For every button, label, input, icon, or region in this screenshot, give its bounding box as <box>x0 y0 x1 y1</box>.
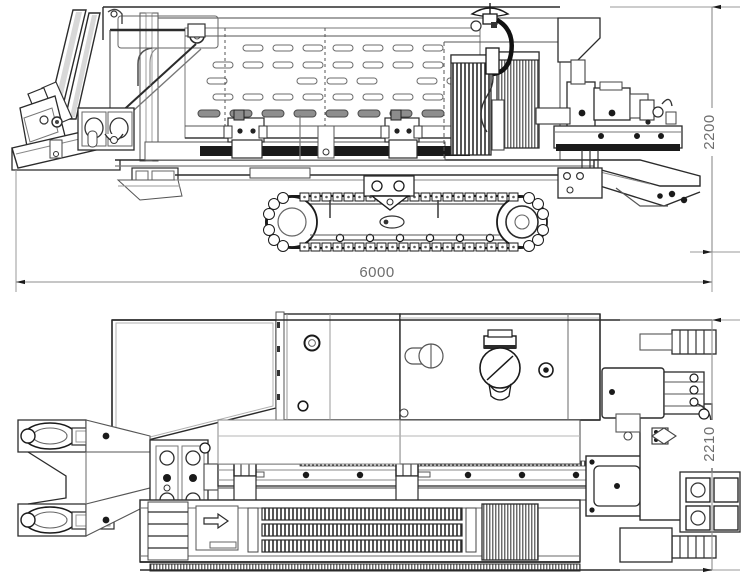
dimension-overall-length: 6000 <box>15 170 713 292</box>
deck-access-handle <box>404 343 444 369</box>
rod-rack-ladder <box>147 501 189 561</box>
anchor-cylinder-assembly <box>11 9 121 171</box>
dimension-label-height: 2200 <box>701 114 718 149</box>
rear-power-pack <box>535 17 683 151</box>
anchor-assembly-top <box>17 419 151 453</box>
plan-mid-frame <box>399 419 581 465</box>
track-links-sprocket-curve <box>523 192 549 252</box>
plan-view <box>17 311 741 572</box>
winch-drum-assembly <box>77 107 135 151</box>
body-side-panel <box>111 319 277 441</box>
hydraulic-tank <box>275 311 401 423</box>
track-links-idler-curve <box>263 192 289 252</box>
drill-rod-stacks <box>247 507 477 553</box>
drill-rod-rack <box>139 499 581 572</box>
drill-head-controls <box>639 98 677 125</box>
plan-mid-frame-left <box>217 419 401 465</box>
hose-bundle-top <box>639 329 717 355</box>
dimension-label-width: 2210 <box>701 426 718 461</box>
side-elevation-view <box>11 3 701 252</box>
crawler-track-undercarriage <box>263 175 549 252</box>
engine-deck <box>399 313 601 421</box>
rod-rack-chain <box>149 563 581 572</box>
track-bogie-rollers <box>310 233 500 243</box>
dimension-overall-width: 2210 <box>620 317 740 573</box>
dimension-label-length: 6000 <box>359 264 394 281</box>
front-frame-bracket <box>116 167 183 201</box>
hydraulic-valve-stack <box>223 109 423 160</box>
anchor-assembly-bottom <box>17 487 151 537</box>
radiator-engine-enclosure <box>443 41 560 158</box>
hydraulic-pump-group <box>601 367 712 445</box>
cooling-fan-top <box>479 329 521 401</box>
dimension-overall-height: 2200 <box>610 4 740 255</box>
exhaust-stack <box>470 3 514 77</box>
rear-stabilizer-blade <box>557 150 701 207</box>
chassis-frame <box>115 141 600 181</box>
